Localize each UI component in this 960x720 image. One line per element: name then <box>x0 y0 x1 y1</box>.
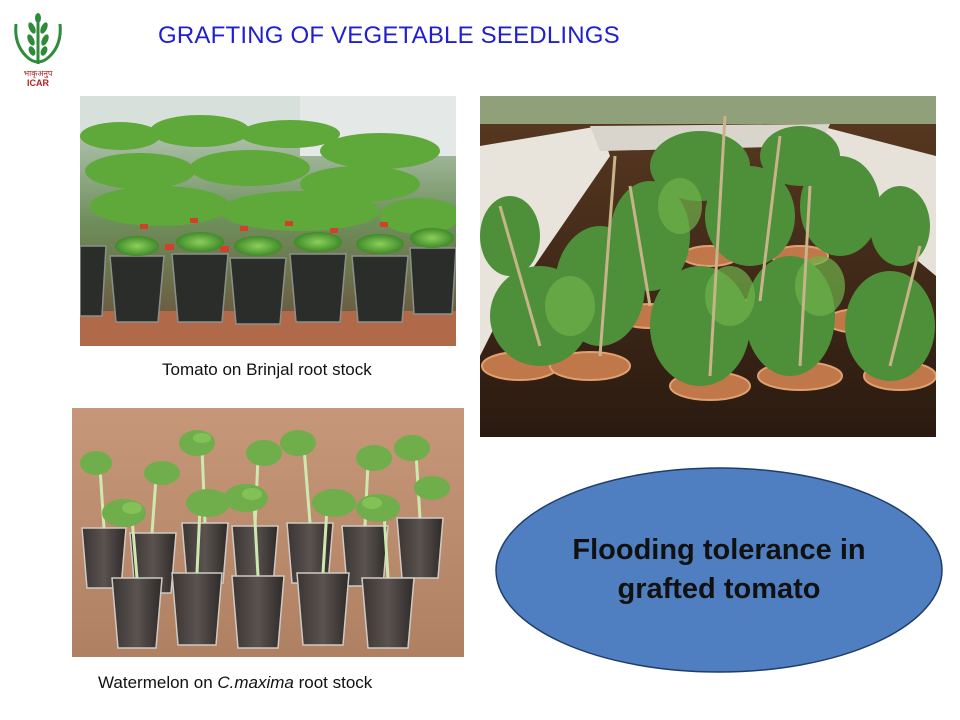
flooded-grafted-tomato-photo <box>480 96 936 437</box>
callout-text: Flooding tolerance in grafted tomato <box>494 466 944 674</box>
logo-text: ICAR <box>27 78 49 88</box>
caption-watermelon: Watermelon on C.maxima root stock <box>98 673 372 693</box>
callout-oval <box>495 467 943 673</box>
icar-logo-icon: भाकृअनुप ICAR <box>10 10 66 90</box>
callout-line-2: grafted tomato <box>617 573 821 605</box>
caption-watermelon-prefix: Watermelon on <box>98 673 218 692</box>
tomato-grafted-seedlings-photo <box>80 96 456 346</box>
watermelon-grafted-seedlings-photo <box>72 408 464 657</box>
slide-title: GRAFTING OF VEGETABLE SEEDLINGS <box>158 22 620 49</box>
logo-hindi: भाकृअनुप <box>23 69 53 78</box>
caption-watermelon-species: C.maxima <box>217 673 294 692</box>
callout-line-1: Flooding tolerance in <box>572 534 866 566</box>
caption-watermelon-suffix: root stock <box>293 673 373 692</box>
caption-tomato: Tomato on Brinjal root stock <box>162 360 372 379</box>
